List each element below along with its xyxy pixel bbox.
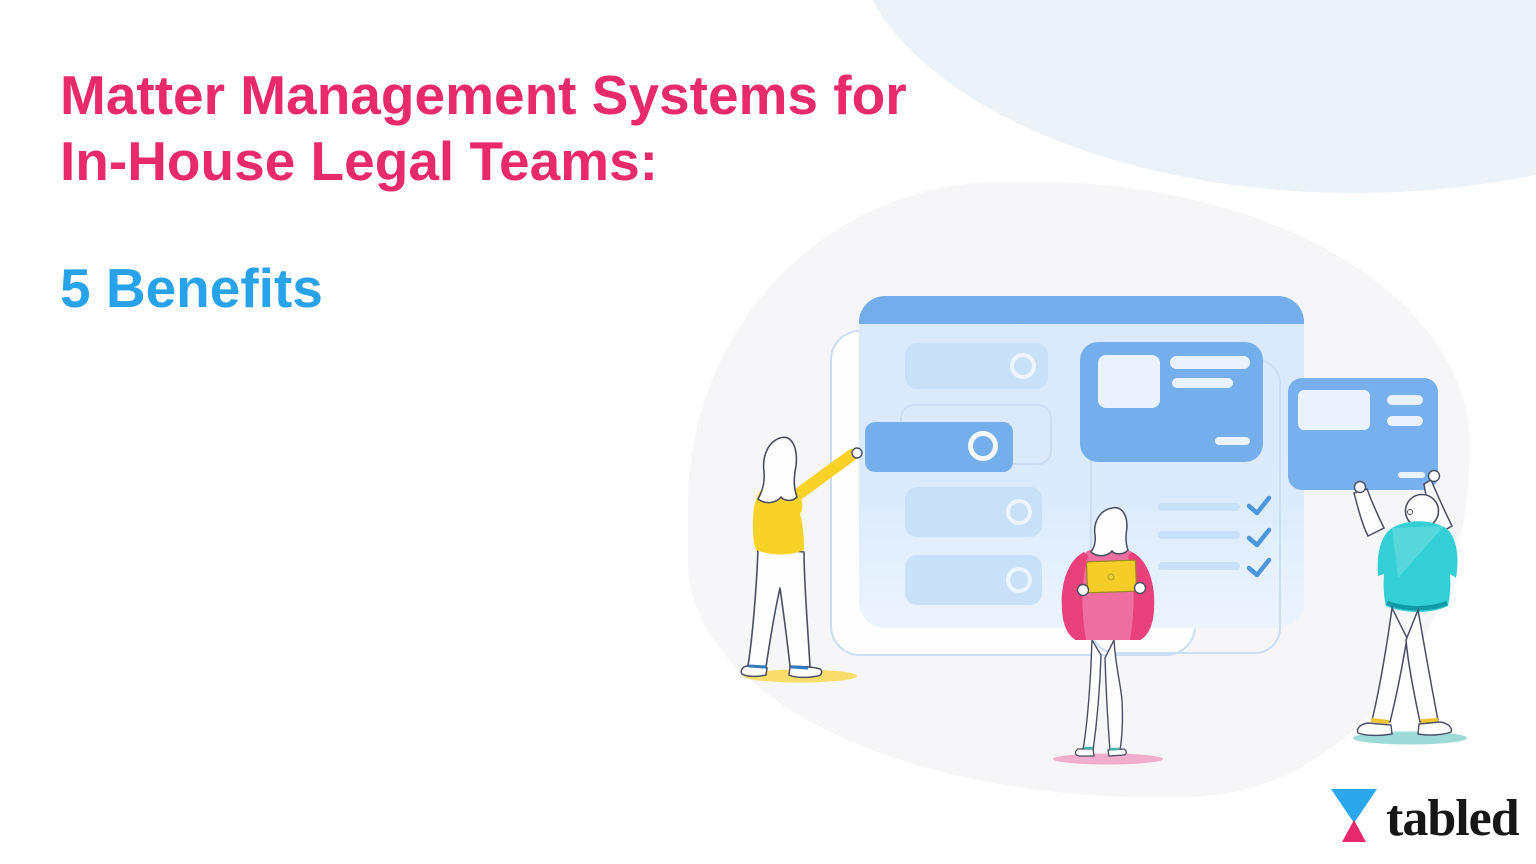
floating-card	[865, 422, 1013, 472]
radio-circle-icon	[968, 431, 998, 461]
hair	[757, 436, 798, 504]
hand	[851, 447, 863, 459]
shoe	[1074, 748, 1095, 757]
ear	[1407, 509, 1413, 515]
person-woman-pink-laptop	[1053, 506, 1163, 765]
coat	[1061, 552, 1088, 640]
corner-curve-shape	[850, 0, 1536, 193]
person-shadow	[1053, 753, 1163, 765]
checklist-line	[1158, 503, 1240, 511]
shirt-hem	[1386, 600, 1448, 611]
pants	[1405, 607, 1439, 723]
shirt	[1377, 521, 1458, 612]
card-thumbnail	[1098, 355, 1160, 408]
card-text-line	[1170, 356, 1250, 369]
hand	[1427, 469, 1441, 483]
floating-card	[1288, 378, 1438, 490]
card-text-line	[1387, 395, 1423, 405]
card-text-line	[1172, 378, 1233, 388]
leg	[1082, 637, 1102, 752]
hand	[1133, 581, 1147, 595]
tabled-logo: tabled	[1330, 788, 1520, 847]
hand	[1076, 583, 1090, 597]
shoe	[740, 665, 768, 678]
check-icon	[1246, 557, 1272, 578]
title-line-2: In-House Legal Teams:	[60, 130, 658, 192]
checklist-line	[1158, 562, 1240, 570]
page-subtitle: 5 Benefits	[60, 257, 323, 319]
shoe	[1417, 721, 1453, 736]
detail-card	[1080, 342, 1263, 462]
arm	[790, 449, 858, 502]
list-row	[905, 487, 1042, 537]
card-text-line	[1387, 416, 1423, 426]
panel-header-bar	[859, 296, 1304, 324]
hand	[1353, 480, 1367, 494]
shoe	[1356, 722, 1393, 737]
radio-circle-icon	[1006, 567, 1032, 593]
pants	[1371, 605, 1408, 723]
radio-circle-icon	[1006, 499, 1032, 525]
radio-circle-icon	[1010, 353, 1036, 379]
laptop	[1085, 559, 1138, 594]
shoe	[1107, 748, 1127, 757]
check-icon	[1246, 495, 1272, 516]
page-title: Matter Management Systems for In-House L…	[60, 62, 907, 194]
tabled-logo-icon	[1331, 789, 1377, 842]
pants	[747, 547, 811, 668]
list-row	[905, 555, 1042, 605]
card-action-dash	[1398, 472, 1425, 478]
arm	[1353, 488, 1386, 538]
card-thumbnail	[1298, 390, 1370, 430]
tabled-logo-text: tabled	[1386, 790, 1520, 847]
person-man-teal	[1353, 469, 1467, 745]
hair	[1089, 506, 1129, 557]
leg	[1104, 637, 1124, 752]
checklist-line	[1158, 531, 1240, 539]
card-action-dash	[1215, 437, 1250, 445]
list-row	[905, 343, 1048, 389]
check-icon	[1246, 527, 1272, 548]
title-line-1: Matter Management Systems for	[60, 64, 907, 126]
person-woman-yellow	[740, 436, 863, 683]
